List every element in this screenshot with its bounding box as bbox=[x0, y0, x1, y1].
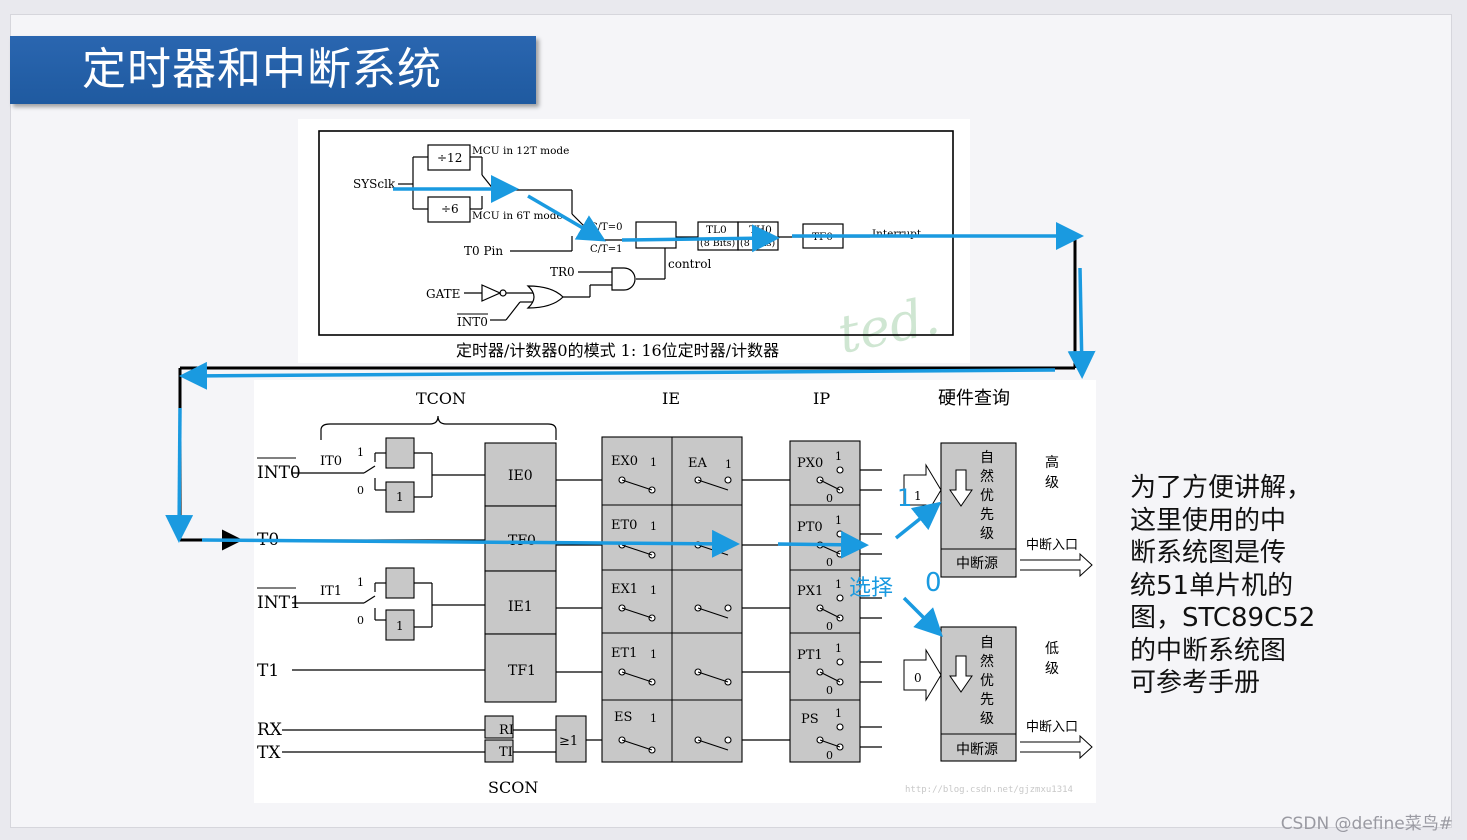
flag-ie0: IE0 bbox=[508, 468, 533, 484]
ip-one-3: 1 bbox=[835, 578, 842, 591]
selection-label: 选择 bbox=[849, 576, 894, 601]
ip-one-5: 1 bbox=[835, 707, 842, 720]
selection-zero: 0 bbox=[925, 568, 942, 598]
input-rx: RX bbox=[257, 720, 283, 740]
ip-zero-3: 0 bbox=[826, 620, 833, 633]
t0pin-label: T0 Pin bbox=[464, 244, 503, 258]
source-low: 中断源 bbox=[956, 742, 998, 758]
ie-bit-et0: ET0 bbox=[611, 518, 637, 533]
flag-ti: TI bbox=[499, 745, 513, 760]
flag-ie1: IE1 bbox=[508, 599, 533, 615]
gate-label: GATE bbox=[426, 287, 460, 301]
entry-high: 中断入口 bbox=[1026, 538, 1078, 553]
gate-one-int0: 1 bbox=[396, 490, 404, 504]
ie-bit-et1: ET1 bbox=[611, 646, 637, 661]
ip-zero-1: 0 bbox=[826, 492, 833, 505]
it0-label: IT0 bbox=[320, 454, 342, 469]
flag-ri: RI bbox=[499, 723, 514, 738]
ie-bit-ea: EA bbox=[688, 456, 707, 471]
interrupt-labels: TCON IE IP 硬件查询 SCON INT0 T0 INT1 T1 RX … bbox=[257, 388, 1078, 797]
ip-one-4: 1 bbox=[835, 642, 842, 655]
ie-one-1: 1 bbox=[650, 456, 657, 469]
ip-label: IP bbox=[813, 389, 830, 408]
mode12-label: MCU in 12T mode bbox=[472, 145, 569, 157]
flag-tf1: TF1 bbox=[508, 663, 536, 679]
timer-diagram-lines bbox=[318, 130, 954, 336]
selection-one: 1 bbox=[897, 484, 913, 512]
ip-one-1: 1 bbox=[835, 450, 842, 463]
tr0-label: TR0 bbox=[550, 265, 575, 279]
slide-title: 定时器和中断系统 bbox=[82, 44, 442, 95]
ie-bit-ex0: EX0 bbox=[611, 454, 638, 469]
or-gate-label: ≥1 bbox=[559, 734, 578, 749]
switch-arms bbox=[621, 479, 841, 751]
ip-bit-pt0: PT0 bbox=[797, 520, 823, 535]
tcon-label: TCON bbox=[416, 389, 466, 408]
arrow-zero: 0 bbox=[914, 671, 922, 685]
entry-low: 中断入口 bbox=[1026, 720, 1078, 735]
level-low: 低级 bbox=[1045, 641, 1059, 677]
interrupt-label: Interrupt bbox=[872, 228, 922, 240]
sel-one-int1: 1 bbox=[357, 576, 364, 589]
ip-zero-2: 0 bbox=[826, 556, 833, 569]
ip-one-2: 1 bbox=[835, 514, 842, 527]
div6-label: ÷6 bbox=[441, 202, 459, 216]
scon-label: SCON bbox=[488, 778, 538, 797]
side-note: 为了方便讲解， 这里使用的中 断系统图是传 统51单片机的 图，STC89C52… bbox=[1130, 473, 1316, 698]
ie-one-3: 1 bbox=[650, 584, 657, 597]
vertical-labels: 自然优先级 自然优先级 高级 低级 bbox=[980, 450, 1059, 727]
ie-one-5: 1 bbox=[650, 712, 657, 725]
blue-arrows bbox=[165, 175, 1096, 637]
natural-priority-high: 自然优先级 bbox=[980, 450, 994, 542]
sel-zero-int0: 0 bbox=[357, 484, 364, 497]
int0-bar-label: INT0 bbox=[457, 315, 488, 329]
ip-bit-pt1: PT1 bbox=[797, 648, 823, 663]
ie-one-2: 1 bbox=[650, 520, 657, 533]
div12-label: ÷12 bbox=[437, 151, 462, 165]
level-high: 高级 bbox=[1045, 454, 1059, 491]
ea-one: 1 bbox=[725, 458, 732, 471]
sysclk-label: SYSclk bbox=[353, 177, 396, 191]
csdn-watermark: CSDN @define菜鸟# bbox=[1280, 814, 1453, 834]
ie-bit-es: ES bbox=[614, 710, 632, 725]
hw-query-label: 硬件查询 bbox=[938, 388, 1010, 409]
ct1-label: C/T=1 bbox=[590, 244, 622, 255]
input-tx: TX bbox=[257, 743, 281, 763]
tl0-label: TL0 bbox=[706, 224, 727, 236]
timer-caption: 定时器/计数器0的模式 1: 16位定时器/计数器 bbox=[456, 341, 779, 360]
box-dividers bbox=[602, 437, 1093, 762]
natural-priority-low: 自然优先级 bbox=[980, 635, 994, 727]
ip-zero-5: 0 bbox=[826, 749, 833, 762]
sel-zero-int1: 0 bbox=[357, 614, 364, 627]
gate-one-int1: 1 bbox=[396, 619, 404, 633]
control-label: control bbox=[668, 257, 711, 271]
input-t1: T1 bbox=[257, 661, 279, 681]
source-high: 中断源 bbox=[956, 556, 998, 572]
ct0-label: C/T=0 bbox=[590, 222, 622, 233]
sel-one-int0: 1 bbox=[357, 446, 364, 459]
tl0-bits: (8 Bits) bbox=[700, 238, 735, 249]
input-int1: INT1 bbox=[257, 593, 301, 613]
ie-label: IE bbox=[662, 389, 680, 408]
diagram-source-url: http://blog.csdn.net/gjzmxu1314 bbox=[905, 785, 1073, 795]
input-int0: INT0 bbox=[257, 463, 301, 483]
th0-label: TH0 bbox=[749, 224, 772, 236]
arrow-one: 1 bbox=[914, 489, 922, 503]
ie-bit-ex1: EX1 bbox=[611, 582, 638, 597]
ip-bit-ps: PS bbox=[801, 712, 819, 727]
ip-bit-px0: PX0 bbox=[797, 456, 823, 471]
ip-bit-px1: PX1 bbox=[797, 584, 823, 599]
it1-label: IT1 bbox=[320, 584, 342, 599]
ie-one-4: 1 bbox=[650, 648, 657, 661]
timer-diagram-labels: SYSclk ÷12 ÷6 MCU in 12T mode MCU in 6T … bbox=[353, 145, 922, 360]
ip-zero-4: 0 bbox=[826, 684, 833, 697]
title-banner bbox=[10, 36, 536, 104]
mode6-label: MCU in 6T mode bbox=[472, 210, 563, 222]
